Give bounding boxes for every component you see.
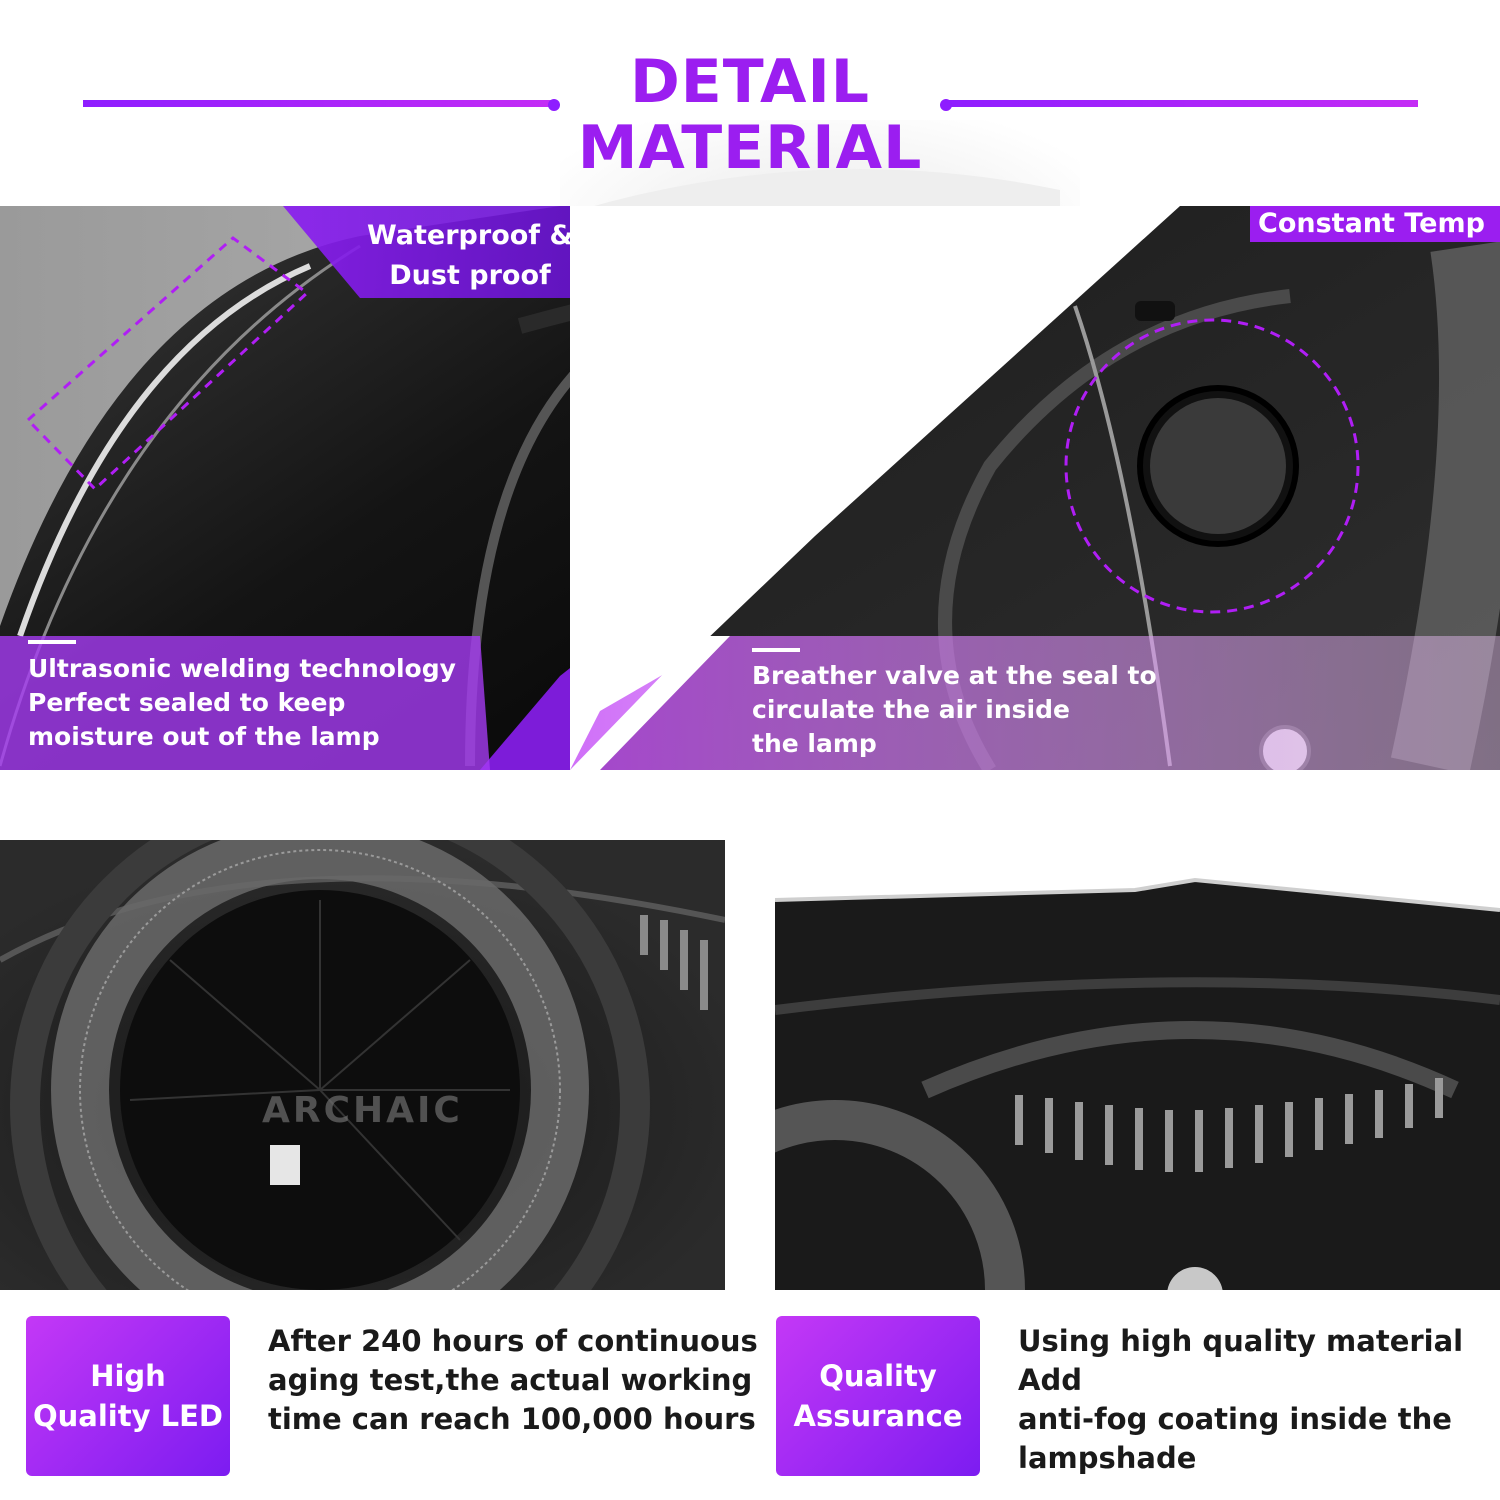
led-text-line1: After 240 hours of continuous — [268, 1324, 758, 1358]
qa-text-line2: anti-fog coating inside the — [1018, 1402, 1452, 1436]
qa-text-line1: Using high quality material Add — [1018, 1324, 1464, 1397]
desc-tick-left — [28, 640, 76, 644]
quality-material-text: Using high quality material Add anti-fog… — [1018, 1322, 1500, 1478]
quality-assurance-badge: Quality Assurance — [776, 1316, 980, 1476]
breather-description: Breather valve at the seal to circulate … — [752, 659, 1157, 761]
qa-text-line3: lampshade — [1018, 1441, 1197, 1475]
page-title-line2: MATERIAL — [577, 113, 923, 183]
led-text-line3: time can reach 100,000 hours — [268, 1402, 756, 1436]
hq-led-badge-line1: High — [90, 1359, 166, 1393]
header-rule-left — [83, 100, 557, 107]
led-aging-text: After 240 hours of continuous aging test… — [268, 1322, 758, 1439]
qa-badge-line2: Assurance — [793, 1399, 963, 1433]
waterproof-tag: Waterproof & Dust proof — [360, 216, 580, 296]
hq-led-badge-line2: Quality LED — [33, 1399, 223, 1433]
welding-desc-line3: moisture out of the lamp — [28, 722, 380, 751]
high-quality-led-badge: High Quality LED — [26, 1316, 230, 1476]
waterproof-tag-line1: Waterproof & — [366, 220, 573, 251]
welding-desc-line1: Ultrasonic welding technology — [28, 654, 456, 683]
waterproof-tag-line2: Dust proof — [389, 260, 551, 291]
archaic-watermark: ARCHAIC — [262, 1090, 463, 1131]
welding-desc-line2: Perfect sealed to keep — [28, 688, 346, 717]
breather-desc-line1: Breather valve at the seal to — [752, 661, 1157, 690]
desc-tick-right — [752, 648, 800, 652]
breather-desc-line3: the lamp — [752, 729, 877, 758]
constant-temp-tag: Constant Temp — [1258, 208, 1485, 239]
header-rule-left-dot — [548, 99, 560, 111]
header-rule-right — [944, 100, 1418, 107]
led-halo-photo: ARCHAIC — [0, 840, 725, 1290]
page-title-line1: DETAIL — [629, 47, 871, 117]
qa-badge-line1: Quality — [819, 1359, 937, 1393]
breather-desc-line2: circulate the air inside — [752, 695, 1070, 724]
header-rule-right-dot — [940, 99, 952, 111]
led-text-line2: aging test,the actual working — [268, 1363, 753, 1397]
breather-valve-photo: Constant Temp Breather valve at the seal… — [570, 206, 1500, 770]
lampshade-photo — [775, 840, 1500, 1290]
welding-description: Ultrasonic welding technology Perfect se… — [28, 652, 456, 754]
